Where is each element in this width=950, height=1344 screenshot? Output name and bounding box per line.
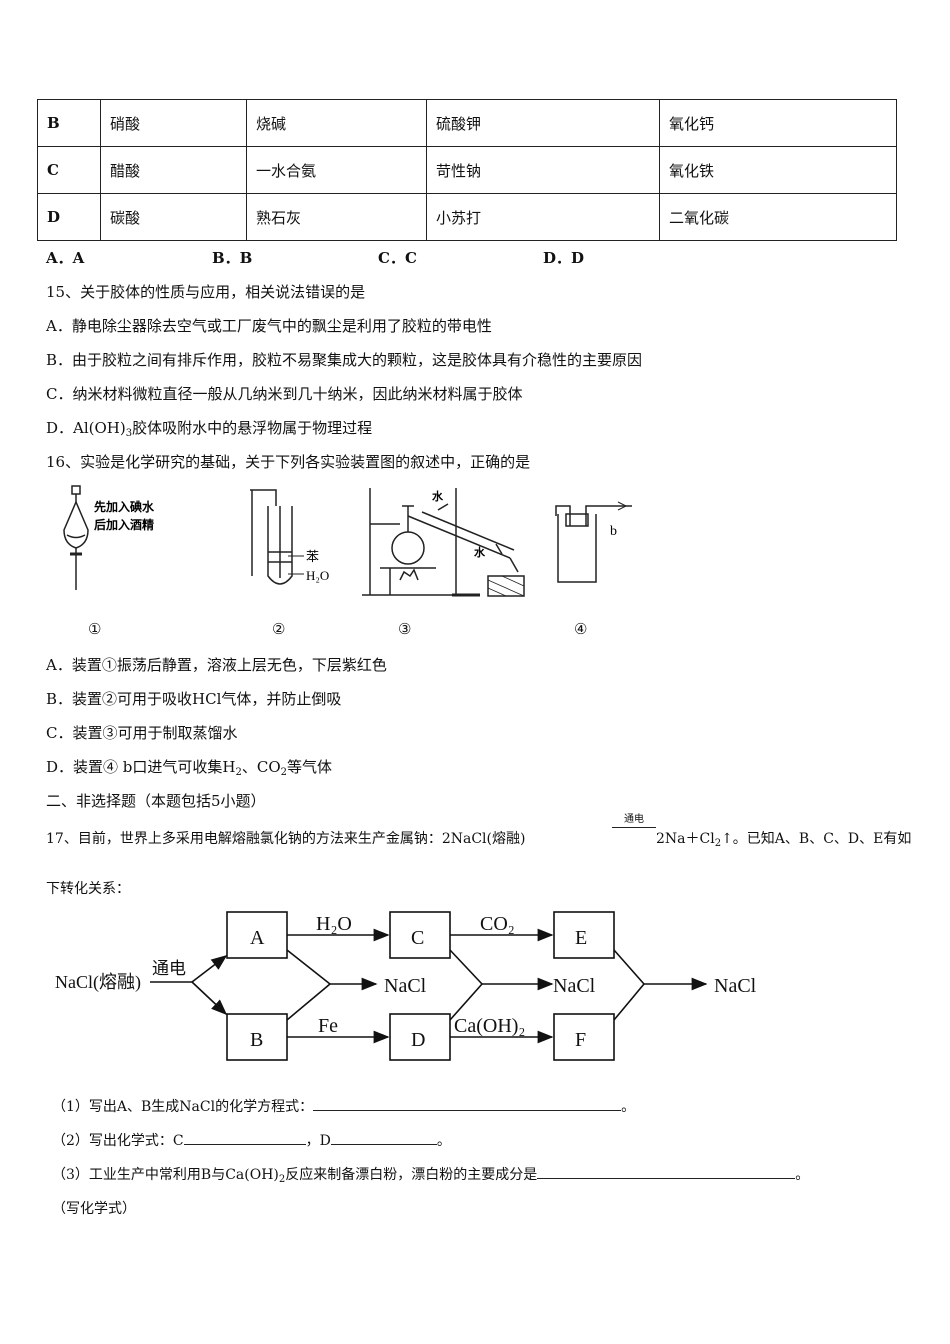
label-d: D xyxy=(411,1029,425,1051)
cell: 氧化铁 xyxy=(659,146,897,194)
q17-stem-line1: 17、目前，世界上多采用电解熔融氯化钠的方法来生产金属钠：2NaCl(熔融) xyxy=(46,831,526,847)
cell: 烧碱 xyxy=(246,99,427,147)
cell: 熟石灰 xyxy=(246,193,427,241)
row-key: D xyxy=(37,193,101,241)
q17-stem-line1-end: 2Na＋Cl2↑。已知A、B、C、D、E有如 xyxy=(656,831,912,849)
option-a: A．A xyxy=(46,249,85,267)
label-a: A xyxy=(250,927,265,949)
row-key: C xyxy=(37,146,101,194)
q16-option-b: B．装置②可用于吸收HCl气体，并防止倒吸 xyxy=(46,690,342,708)
q17-part3: （3）工业生产中常利用B与Ca(OH)2反应来制备漂白粉，漂白粉的主要成分是。 xyxy=(52,1164,809,1185)
table-row: D 碳酸 熟石灰 小苏打 二氧化碳 xyxy=(37,193,897,241)
label-b: B xyxy=(250,1029,263,1051)
cell: 碳酸 xyxy=(100,193,247,241)
options-table: B 硝酸 烧碱 硫酸钾 氧化钙 C 醋酸 一水合氨 苛性钠 氧化铁 D 碳酸 熟… xyxy=(37,99,897,241)
electrolysis-label: 通电 xyxy=(152,959,186,978)
cell: 苛性钠 xyxy=(426,146,660,194)
conversion-flowchart: NaCl(熔融) 通电 A B C D E F H₂O CO₂ Fe Ca(OH… xyxy=(55,911,757,1061)
box-f xyxy=(553,1013,615,1061)
cell: 氧化钙 xyxy=(659,99,897,147)
water-out-label: 水 xyxy=(474,545,486,559)
nacl-product-1: NaCl xyxy=(384,975,427,997)
section-title: 二、非选择题（本题包括5小题） xyxy=(46,792,266,810)
b-label: b xyxy=(610,524,617,539)
answer-blank[interactable] xyxy=(313,1096,622,1111)
water-in-label: 水 xyxy=(432,489,444,503)
funnel-label-1: 先加入碘水 xyxy=(94,499,155,514)
row-key: B xyxy=(37,99,101,147)
reagent-co2: CO₂ xyxy=(480,913,515,935)
q15-option-d: D．Al(OH)3胶体吸附水中的悬浮物属于物理过程 xyxy=(46,419,373,439)
apparatus-num-1: ① xyxy=(88,620,102,638)
apparatus-num-4: ④ xyxy=(574,620,588,638)
q16-option-d: D．装置④ b口进气可收集H2、CO2等气体 xyxy=(46,758,333,778)
table-row: C 醋酸 一水合氨 苛性钠 氧化铁 xyxy=(37,146,897,194)
q17-part1: （1）写出A、B生成NaCl的化学方程式：。 xyxy=(52,1096,635,1116)
option-d: D．D xyxy=(543,249,585,267)
test-tube xyxy=(250,489,304,585)
q16-stem: 16、实验是化学研究的基础，关于下列各实验装置图的叙述中，正确的是 xyxy=(46,453,531,471)
label-f: F xyxy=(575,1029,586,1051)
cell: 一水合氨 xyxy=(246,146,427,194)
cell: 硝酸 xyxy=(100,99,247,147)
nacl-product-3: NaCl xyxy=(714,975,757,997)
nacl-product-2: NaCl xyxy=(553,975,596,997)
box-e xyxy=(553,911,615,959)
q15-stem: 15、关于胶体的性质与应用，相关说法错误的是 xyxy=(46,283,366,301)
cell: 二氧化碳 xyxy=(659,193,897,241)
label-c: C xyxy=(411,927,424,949)
q16-option-a: A．装置①振荡后静置，溶液上层无色，下层紫红色 xyxy=(46,656,387,674)
table-row: B 硝酸 烧碱 硫酸钾 氧化钙 xyxy=(37,99,897,147)
benzene-label: 苯 xyxy=(306,549,319,564)
cell: 硫酸钾 xyxy=(426,99,660,147)
electrolysis-condition: 通电 xyxy=(612,813,656,828)
reagent-caoh2: Ca(OH)₂ xyxy=(454,1015,525,1037)
q17-part2: （2）写出化学式：C，D。 xyxy=(52,1130,451,1150)
answer-blank-c[interactable] xyxy=(183,1130,306,1145)
funnel-label-2: 后加入酒精 xyxy=(94,517,154,532)
nacl-molten-label: NaCl(熔融) xyxy=(55,972,141,993)
reagent-fe: Fe xyxy=(318,1015,338,1037)
option-c: C．C xyxy=(378,249,417,267)
distillation-apparatus xyxy=(362,488,525,597)
cell: 醋酸 xyxy=(100,146,247,194)
apparatus-num-3: ③ xyxy=(398,620,412,638)
reagent-h2o: H₂O xyxy=(316,913,352,935)
gas-collecting-bottle xyxy=(555,501,632,583)
q17-part3-note: （写化学式） xyxy=(52,1201,136,1217)
q15-option-c: C．纳米材料微粒直径一般从几纳米到几十纳米，因此纳米材料属于胶体 xyxy=(46,385,523,403)
water-label: H₂O xyxy=(306,568,329,583)
separatory-funnel xyxy=(63,485,89,590)
label-e: E xyxy=(575,927,587,949)
apparatus-figure: 先加入碘水 后加入酒精 苯 H₂O 水 水 xyxy=(63,485,632,597)
q16-option-c: C．装置③可用于制取蒸馏水 xyxy=(46,724,238,742)
answer-blank-bleach[interactable] xyxy=(537,1164,796,1179)
cell: 小苏打 xyxy=(426,193,660,241)
q17-stem-line2: 下转化关系： xyxy=(46,881,130,897)
answer-blank-d[interactable] xyxy=(330,1130,437,1145)
q15-option-b: B．由于胶粒之间有排斥作用，胶粒不易聚集成大的颗粒，这是胶体具有介稳性的主要原因 xyxy=(46,351,643,369)
q15-option-a: A．静电除尘器除去空气或工厂废气中的飘尘是利用了胶粒的带电性 xyxy=(46,317,492,335)
apparatus-num-2: ② xyxy=(272,620,286,638)
option-b: B．B xyxy=(212,249,253,267)
